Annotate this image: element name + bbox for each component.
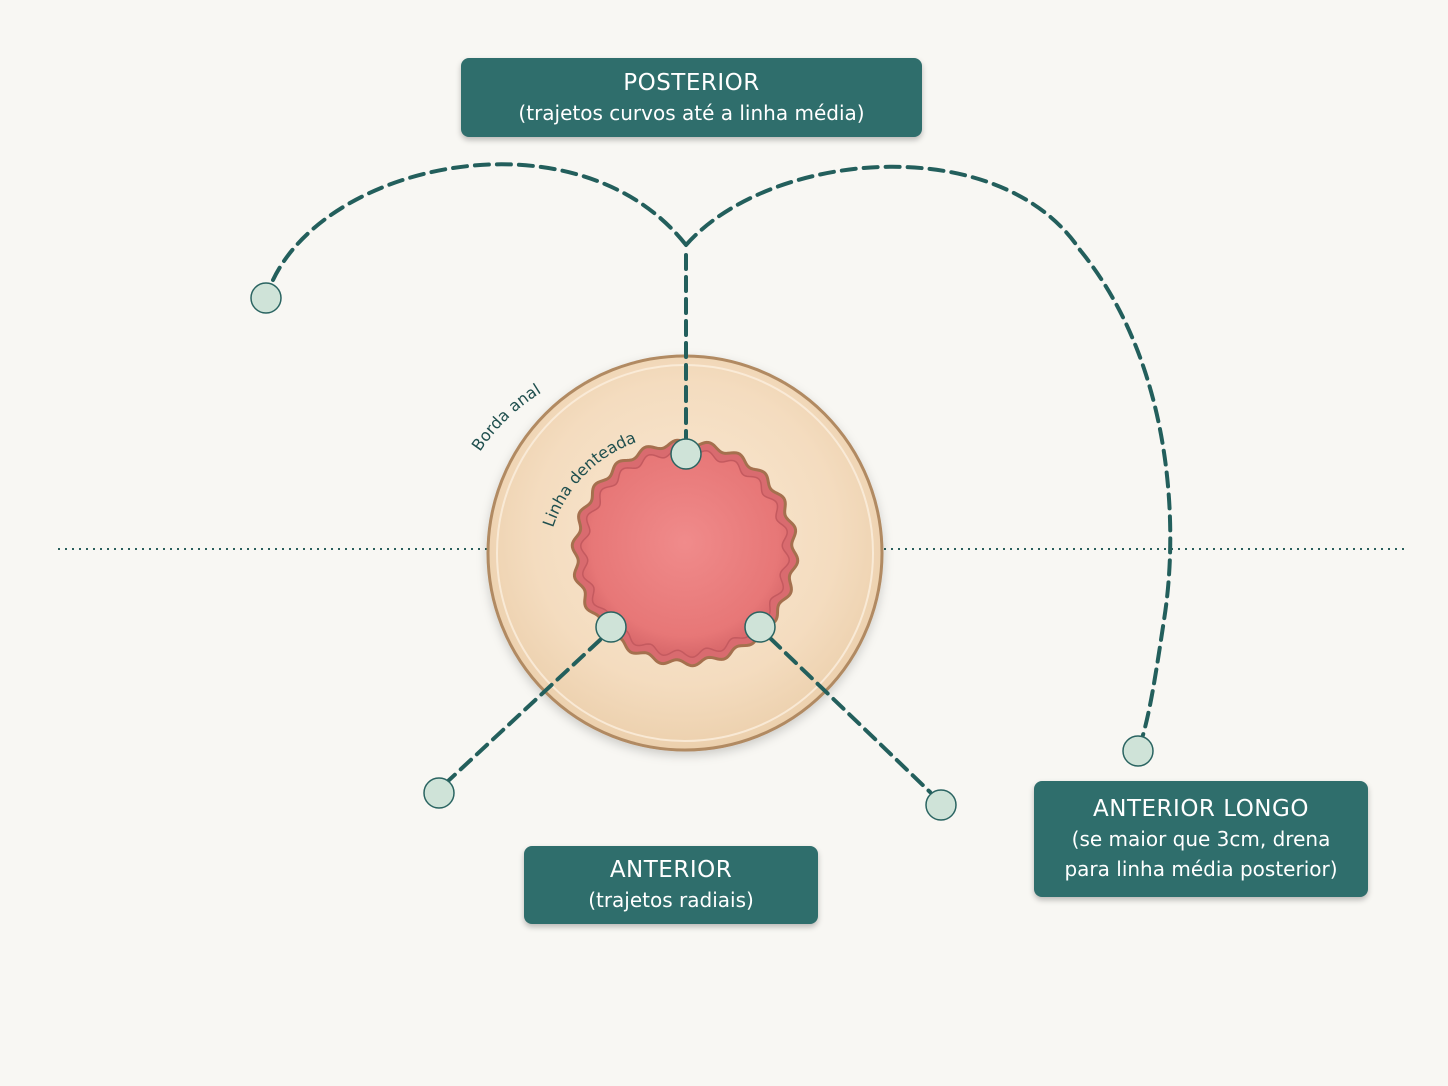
anterior-long-tract	[1078, 248, 1173, 737]
anterior-long-external-opening	[1122, 735, 1154, 767]
posterior-internal-opening	[670, 438, 702, 470]
posterior-left-tract	[271, 162, 688, 282]
anal-canal	[486, 354, 884, 752]
anterior-left-internal-opening	[595, 611, 627, 643]
anterior-right-internal-opening	[744, 611, 776, 643]
posterior-subtitle: (trajetos curvos até a linha média)	[518, 100, 865, 125]
posterior-external-opening	[250, 282, 282, 314]
anterior-right-tract	[768, 636, 932, 794]
anterior-subtitle: (trajetos radiais)	[588, 888, 754, 912]
anterior-long-label-box: ANTERIOR LONGO (se maior que 3cm, drena …	[1034, 781, 1368, 897]
anterior-title: ANTERIOR	[609, 857, 733, 883]
anterior-label-box: ANTERIOR (trajetos radiais)	[524, 846, 818, 924]
anterior-left-tract	[445, 638, 602, 784]
anterior-long-title: ANTERIOR LONGO	[1093, 796, 1309, 822]
anterior-left-external-opening	[423, 777, 455, 809]
posterior-right-tract	[684, 164, 1082, 252]
anterior-long-subtitle-line1: (se maior que 3cm, drena	[1071, 827, 1331, 851]
rectal-mucosa	[580, 448, 790, 658]
posterior-label-box: POSTERIOR (trajetos curvos até a linha m…	[461, 58, 922, 137]
anterior-right-external-opening	[925, 789, 957, 821]
anterior-long-subtitle-line2: para linha média posterior)	[1064, 857, 1338, 881]
posterior-title: POSTERIOR	[623, 69, 760, 96]
